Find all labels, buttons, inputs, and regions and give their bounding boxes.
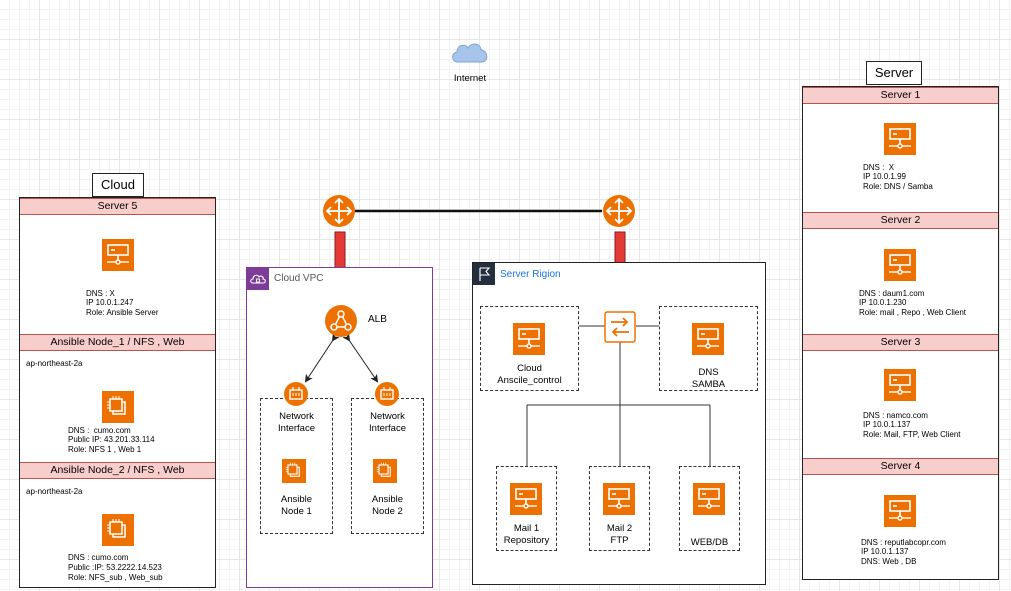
server-node-header: Server 3 <box>803 334 998 351</box>
server-node-ip: IP 10.0.1.137 <box>863 420 911 429</box>
vpc-cloud-icon <box>247 268 269 290</box>
server-icon[interactable] <box>510 483 542 515</box>
server-icon[interactable] <box>884 249 916 281</box>
webdb-label: WEB/DB <box>690 537 729 548</box>
cloud-node-role: Role: NFS 1 , Web 1 <box>68 445 142 454</box>
mail1-label: Mail 1 Repository <box>503 523 550 546</box>
cloud-node-ip: IP 10.0.1.247 <box>86 298 134 307</box>
server-icon[interactable] <box>693 483 725 515</box>
internet-label: Internet <box>453 73 487 84</box>
server-panel: Server 1 DNS : X IP 10.0.1.99 Role: DNS … <box>802 86 999 580</box>
alb-label: ALB <box>368 314 387 325</box>
cloud-node-ip: Public :IP: 53.2222.14.523 <box>68 563 162 572</box>
dns-samba-label: DNS SAMBA <box>691 367 726 390</box>
network-interface-label: Network Interface <box>369 411 406 434</box>
server-node-role: DNS: Web , DB <box>861 557 917 566</box>
server-icon[interactable] <box>513 323 545 355</box>
internet-cloud-icon <box>452 43 488 63</box>
cloud-node-header: Server 5 <box>20 198 215 215</box>
cloud-node-ip: Public IP: 43.201.33.114 <box>68 435 155 444</box>
region-flag-icon <box>473 263 495 285</box>
server-node-header: Server 2 <box>803 212 998 229</box>
server-icon[interactable] <box>884 123 916 155</box>
cloud-node-region: ap-northeast-2a <box>26 487 83 496</box>
server-node-dns: DNS : X <box>863 163 895 172</box>
server-icon[interactable] <box>603 483 635 515</box>
cloud-node-role: Role: NFS_sub , Web_sub <box>68 573 163 582</box>
cloud-node-region: ap-northeast-2a <box>26 359 83 368</box>
control-label: Cloud Anscile_control <box>497 363 562 386</box>
server-title: Server <box>866 61 922 85</box>
cloud-node-dns: DNS : cumo.com <box>68 553 129 562</box>
cloud-node-dns: DNS : cumo.com <box>68 426 131 435</box>
cloud-node-role: Role: Ansible Server <box>86 308 159 317</box>
server-node-role: Role: mail , Repo , Web Client <box>859 308 967 317</box>
cloud-node-header: Ansible Node_1 / NFS , Web <box>20 334 215 351</box>
server-node-role: Role: DNS / Samba <box>863 182 933 191</box>
ansible-node-label: Ansible Node 1 <box>280 494 313 517</box>
vpc-title: Cloud VPC <box>274 273 324 284</box>
server-icon[interactable] <box>884 369 916 401</box>
server-node-role: Role: Mail, FTP, Web Client <box>863 430 961 439</box>
server-node-header: Server 4 <box>803 458 998 475</box>
cloud-node-header: Ansible Node_2 / NFS , Web <box>20 462 215 479</box>
cloud-title: Cloud <box>92 173 144 197</box>
server-icon[interactable] <box>692 323 724 355</box>
server-node-ip: IP 10.0.1.137 <box>861 547 909 556</box>
ansible-node-label: Ansible Node 2 <box>371 494 404 517</box>
region-title: Server Rigion <box>500 269 561 280</box>
server-icon[interactable] <box>884 495 916 527</box>
server-node-dns: DNS : reputlabcopr.com <box>861 538 946 547</box>
server-node-ip: IP 10.0.1.230 <box>859 298 907 307</box>
mail2-label: Mail 2 FTP <box>606 523 633 546</box>
server-node-header: Server 1 <box>803 87 998 104</box>
switch-icon[interactable] <box>604 311 636 343</box>
network-interface-label: Network Interface <box>278 411 315 434</box>
server-node-ip: IP 10.0.1.99 <box>863 172 906 181</box>
server-node-dns: DNS : daum1.com <box>859 289 925 298</box>
server-node-dns: DNS : namco.com <box>863 411 928 420</box>
cloud-node-dns: DNS : X <box>86 289 115 298</box>
cloud-panel: Server 5 DNS : X IP 10.0.1.247 Role: Ans… <box>19 197 216 588</box>
